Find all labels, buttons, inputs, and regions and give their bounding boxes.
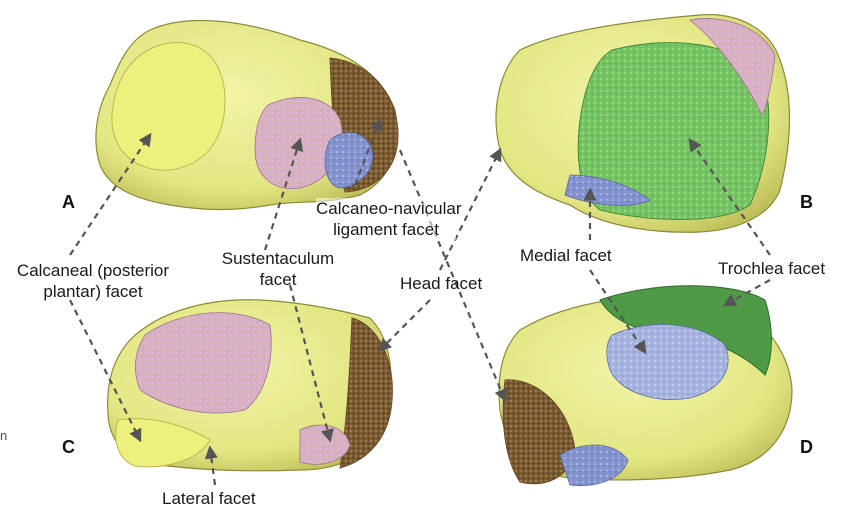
- bone-b: [496, 15, 789, 233]
- label-calcaneo-navicular: Calcaneo-navicular ligament facet: [316, 198, 456, 240]
- label-lateral-facet: Lateral facet: [162, 488, 256, 509]
- bone-c: [108, 300, 393, 471]
- label-edge-fragment: n: [0, 425, 7, 446]
- label-sustentaculum-line2: facet: [208, 269, 348, 290]
- label-calcaneal-line2: plantar) facet: [8, 281, 178, 302]
- arrow-head-to-c: [380, 300, 430, 350]
- bone-a: [96, 21, 398, 210]
- label-sustentaculum-line1: Sustentaculum: [208, 248, 348, 269]
- bone-d: [499, 286, 792, 486]
- label-medial-facet: Medial facet: [520, 245, 612, 266]
- panel-label-c: C: [62, 437, 75, 458]
- panel-label-d: D: [800, 437, 813, 458]
- panel-label-b: B: [800, 192, 813, 213]
- label-calcaneo-navicular-line1: Calcaneo-navicular: [316, 198, 456, 219]
- label-calcaneo-navicular-line2: ligament facet: [316, 219, 456, 240]
- label-calcaneal-line1: Calcaneal (posterior: [8, 260, 178, 281]
- label-trochlea-facet: Trochlea facet: [718, 258, 825, 279]
- label-sustentaculum: Sustentaculum facet: [208, 248, 348, 290]
- panel-label-a: A: [62, 192, 75, 213]
- label-head-facet: Head facet: [400, 273, 482, 294]
- label-calcaneal: Calcaneal (posterior plantar) facet: [8, 260, 178, 302]
